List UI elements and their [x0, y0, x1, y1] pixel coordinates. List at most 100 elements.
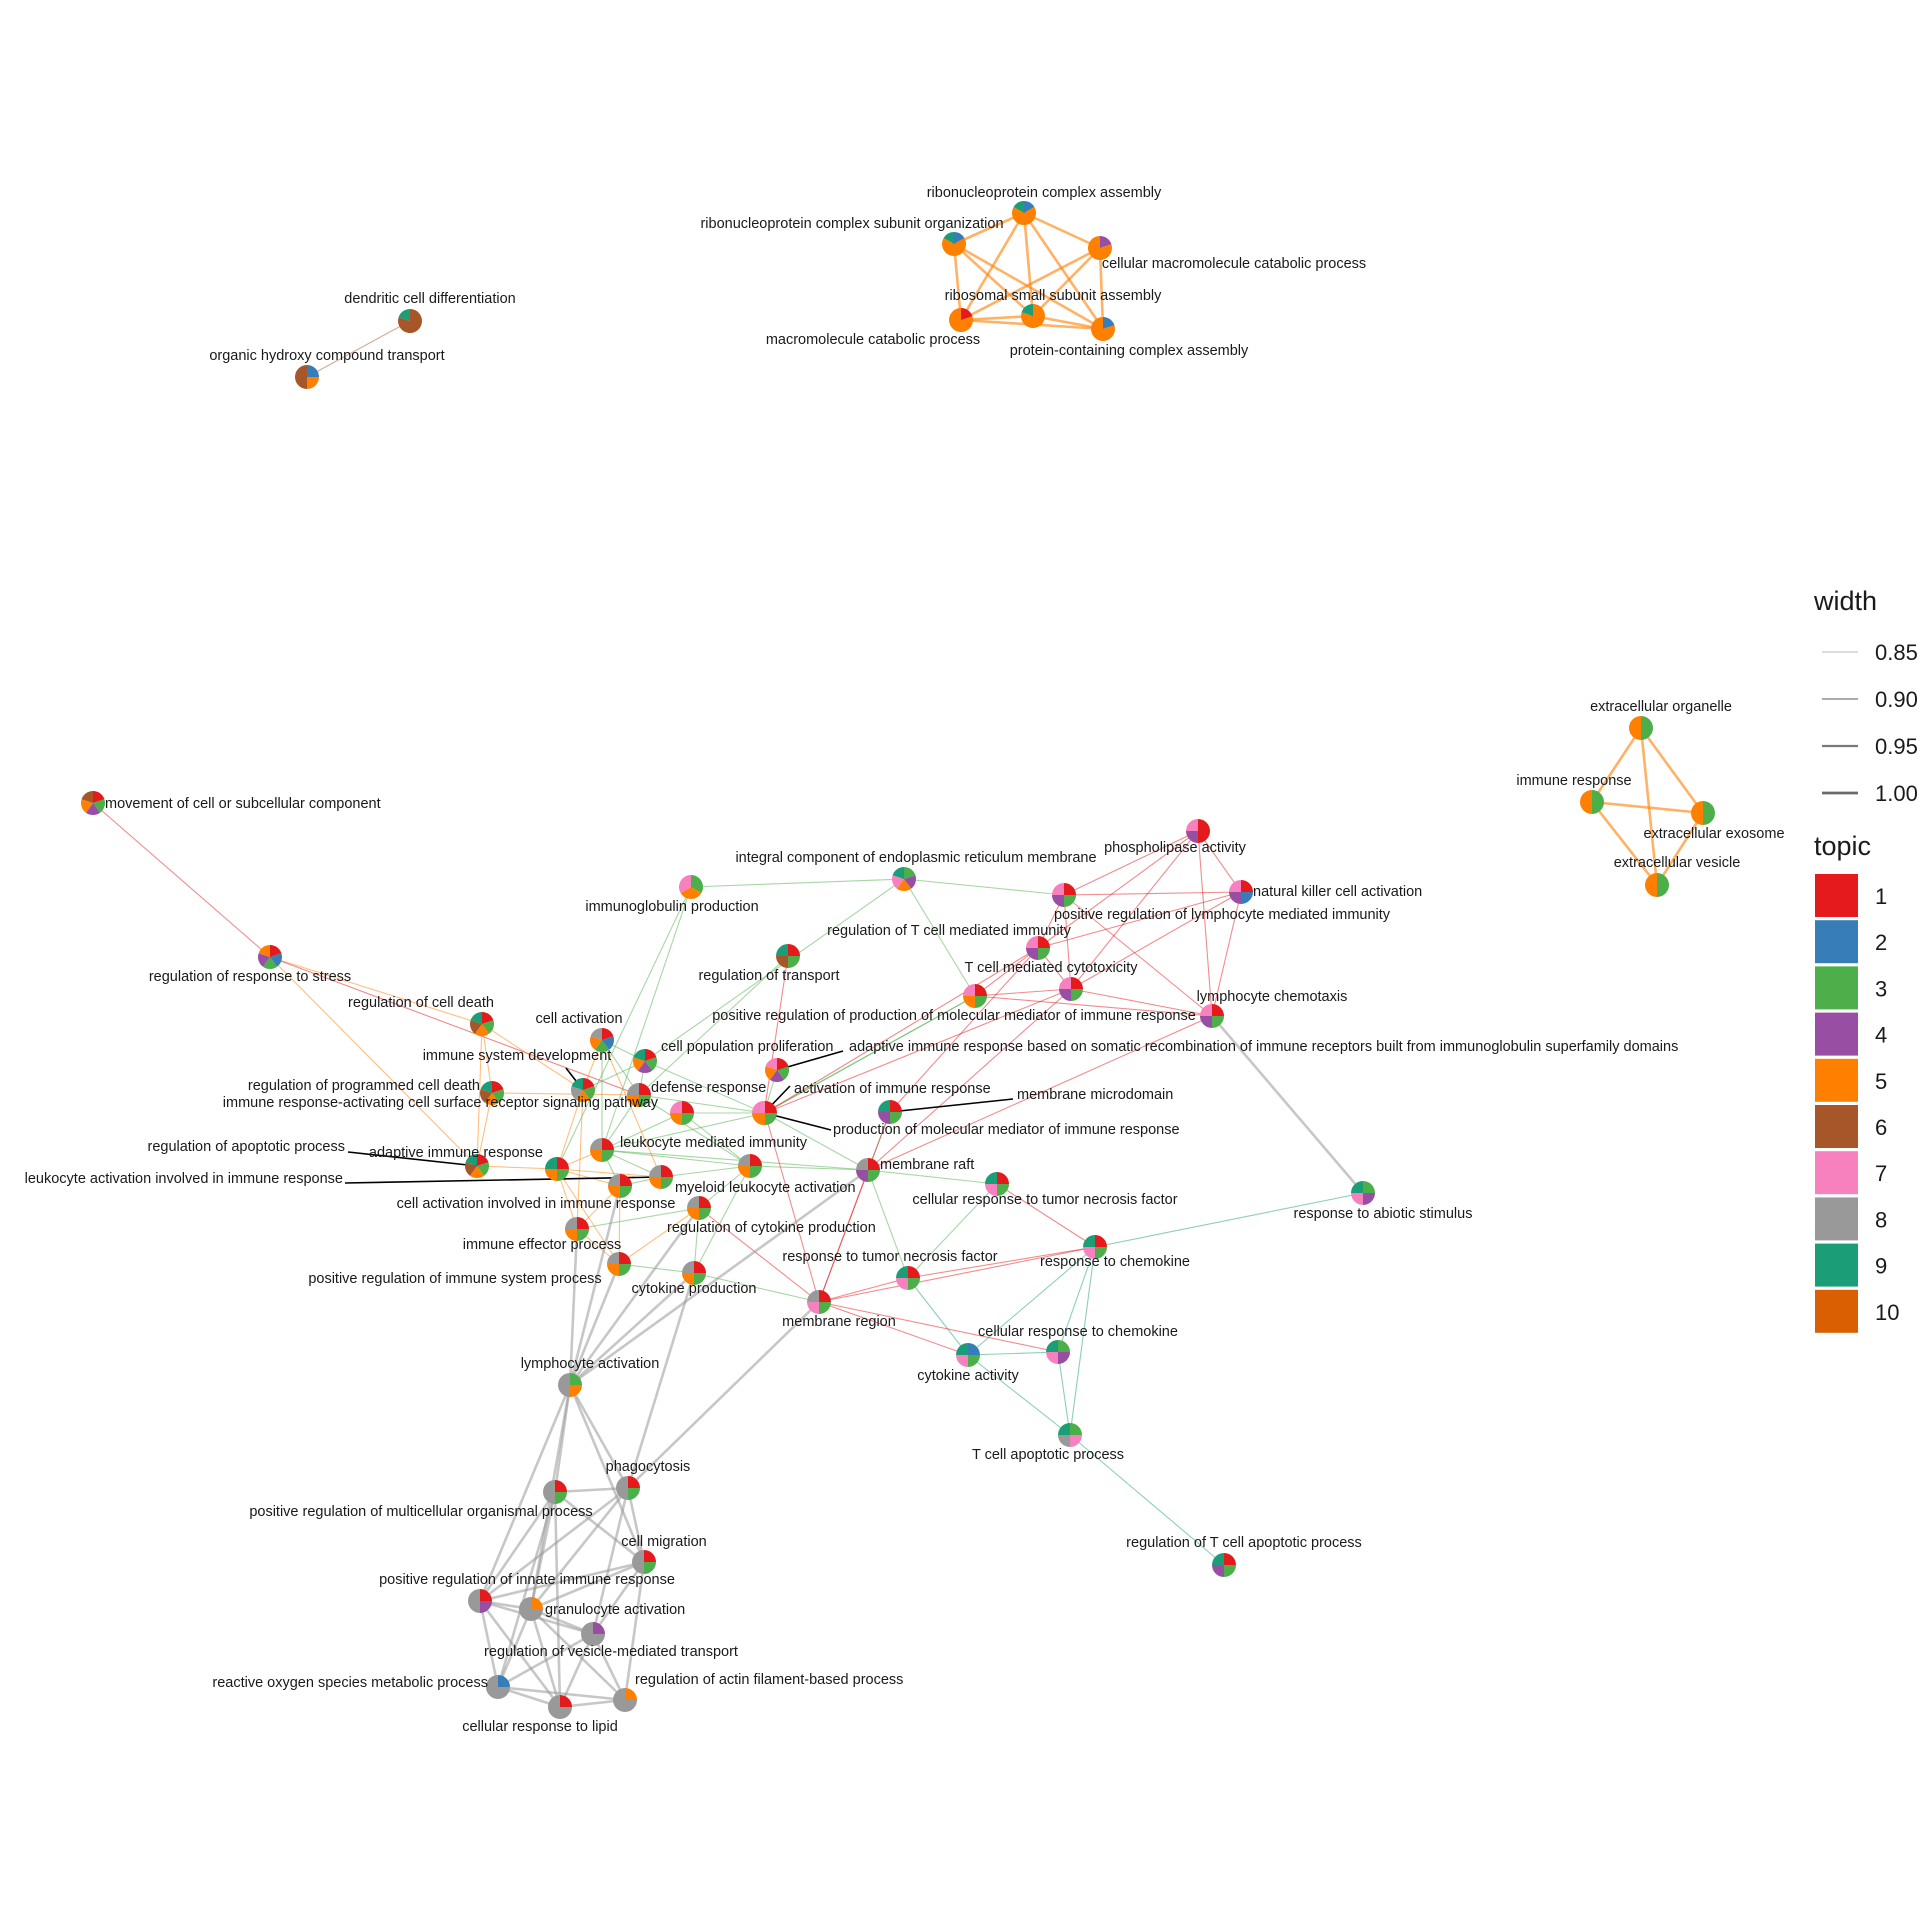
node-regulation-of-vesicle-mediated-transport[interactable] — [581, 1622, 605, 1646]
node-label: regulation of cell death — [348, 995, 494, 1011]
node-regulation-of-cytokine-production[interactable] — [687, 1196, 711, 1220]
node-membrane-region[interactable] — [807, 1290, 831, 1314]
node-pie-slice — [649, 1165, 661, 1177]
node-phospholipase-activity[interactable] — [1186, 819, 1210, 843]
node-positive-regulation-of-multicellular-organismal-process[interactable] — [543, 1480, 567, 1504]
node-immunoglobulin-production[interactable] — [679, 875, 703, 899]
node-regulation-of-t-cell-apoptotic-process[interactable] — [1212, 1553, 1236, 1577]
node-regulation-of-t-cell-mediated-immunity[interactable] — [1026, 936, 1050, 960]
node-natural-killer-cell-activation[interactable] — [1229, 880, 1253, 904]
node-cell-migration[interactable] — [632, 1550, 656, 1574]
network-edge — [1590, 726, 1643, 804]
node-label: movement of cell or subcellular componen… — [105, 796, 381, 812]
node-leukocyte-activation-involved-in-immune-response[interactable] — [649, 1165, 673, 1189]
node-cell-population-proliferation[interactable] — [633, 1049, 657, 1073]
node-membrane-raft[interactable] — [856, 1158, 880, 1182]
node-label: protein-containing complex assembly — [1010, 343, 1249, 359]
node-positive-regulation-of-lymphocyte-mediated-immunity[interactable] — [1052, 883, 1076, 907]
node-response-to-tumor-necrosis-factor[interactable] — [896, 1266, 920, 1290]
node-pie-slice — [856, 1170, 868, 1182]
node-pie-slice — [963, 996, 975, 1008]
node-pie-slice — [896, 1266, 908, 1278]
node-lymphocyte-activation[interactable] — [558, 1373, 582, 1397]
node-regulation-of-response-to-stress[interactable] — [258, 945, 282, 969]
node-immune-effector-process[interactable] — [565, 1217, 589, 1241]
node-membrane-microdomain[interactable] — [878, 1100, 902, 1124]
node-extracellular-organelle[interactable] — [1629, 716, 1653, 740]
node-adaptive-immune-response[interactable] — [545, 1157, 569, 1181]
node-ribonucleoprotein-complex-subunit-organization[interactable] — [942, 232, 966, 257]
node-protein-containing-complex-assembly[interactable] — [1090, 317, 1115, 342]
node-pie-slice — [1186, 819, 1198, 831]
node-production-of-molecular-mediator-of-immune-response[interactable] — [753, 1101, 777, 1125]
node-label: response to tumor necrosis factor — [782, 1249, 997, 1265]
node-adaptive-immune-response-based-on-somatic-recombination-of-i[interactable] — [765, 1058, 789, 1082]
node-movement-of-cell-or-subcellular-component[interactable] — [81, 791, 105, 815]
node-myeloid-leukocyte-activation[interactable] — [738, 1154, 762, 1178]
node-regulation-of-actin-filament-based-process[interactable] — [613, 1688, 637, 1712]
node-phagocytosis[interactable] — [616, 1476, 640, 1500]
node-immune-response-activating-cell-surface-receptor-signaling-p[interactable] — [670, 1101, 694, 1125]
node-positive-regulation-of-immune-system-process[interactable] — [607, 1252, 631, 1276]
node-lymphocyte-chemotaxis[interactable] — [1200, 1004, 1224, 1028]
node-pie-slice — [1046, 1352, 1058, 1364]
node-dendritic-cell-differentiation[interactable] — [398, 309, 423, 333]
label-layer: ribonucleoprotein complex assemblyribonu… — [25, 185, 1785, 1735]
network-edge — [644, 1060, 765, 1114]
node-regulation-of-programmed-cell-death[interactable] — [480, 1081, 504, 1105]
network-edge — [306, 320, 411, 378]
node-pie-slice — [769, 1070, 785, 1082]
node-response-to-abiotic-stimulus[interactable] — [1351, 1181, 1375, 1205]
node-defense-response[interactable] — [627, 1083, 651, 1107]
node-regulation-of-apoptotic-process[interactable] — [465, 1154, 489, 1178]
node-label: cytokine activity — [917, 1368, 1019, 1384]
node-pie-slice — [1212, 1004, 1224, 1016]
node-integral-component-of-endoplasmic-reticulum-membrane[interactable] — [892, 867, 916, 891]
node-reactive-oxygen-species-metabolic-process[interactable] — [486, 1675, 510, 1699]
node-pie-slice — [632, 1550, 644, 1574]
node-macromolecule-catabolic-process[interactable] — [948, 308, 973, 332]
node-cellular-macromolecule-catabolic-process[interactable] — [1087, 236, 1112, 261]
node-label: myeloid leukocyte activation — [675, 1180, 856, 1196]
node-immune-response[interactable] — [1580, 790, 1604, 814]
node-immune-system-development[interactable] — [571, 1078, 595, 1102]
node-positive-regulation-of-production-of-molecular-mediator-of-i[interactable] — [963, 984, 987, 1008]
node-pie-slice — [608, 1174, 620, 1186]
node-label: immunoglobulin production — [585, 899, 758, 915]
network-edge — [867, 1169, 998, 1185]
network-edge — [764, 1112, 820, 1303]
network-edge — [967, 1354, 1071, 1436]
node-regulation-of-transport[interactable] — [776, 944, 800, 968]
node-extracellular-vesicle[interactable] — [1645, 873, 1669, 897]
node-t-cell-apoptotic-process[interactable] — [1058, 1423, 1082, 1447]
network-edge — [1069, 1246, 1096, 1436]
node-organic-hydroxy-compound-transport[interactable] — [295, 365, 319, 389]
network-edge — [1197, 830, 1213, 1017]
node-pie-slice — [620, 1186, 632, 1198]
node-label: membrane raft — [880, 1157, 974, 1173]
node-pie-slice — [474, 1024, 490, 1036]
topic-legend-label: 7 — [1875, 1161, 1887, 1186]
node-extracellular-exosome[interactable] — [1691, 801, 1715, 825]
node-granulocyte-activation[interactable] — [519, 1597, 543, 1621]
network-edge — [556, 886, 692, 1170]
node-cell-activation-involved-in-immune-response[interactable] — [608, 1174, 632, 1198]
network-edge — [638, 1094, 765, 1114]
node-ribosomal-small-subunit-assembly[interactable] — [1021, 304, 1046, 328]
network-edge — [626, 1300, 821, 1490]
node-cell-activation[interactable] — [590, 1028, 614, 1052]
node-pie-slice — [1038, 936, 1050, 948]
node-ribonucleoprotein-complex-assembly[interactable] — [1012, 201, 1036, 226]
node-cytokine-activity[interactable] — [956, 1343, 980, 1367]
node-cytokine-production[interactable] — [682, 1261, 706, 1285]
node-response-to-chemokine[interactable] — [1083, 1235, 1107, 1259]
node-positive-regulation-of-innate-immune-response[interactable] — [468, 1589, 492, 1613]
node-leukocyte-mediated-immunity[interactable] — [590, 1138, 614, 1162]
node-cellular-response-to-tumor-necrosis-factor[interactable] — [985, 1172, 1009, 1196]
node-regulation-of-cell-death[interactable] — [470, 1012, 494, 1036]
node-t-cell-mediated-cytotoxicity[interactable] — [1059, 977, 1083, 1001]
node-cellular-response-to-lipid[interactable] — [548, 1695, 572, 1719]
node-cellular-response-to-chemokine[interactable] — [1046, 1340, 1070, 1364]
node-label: extracellular vesicle — [1614, 855, 1741, 871]
node-label: reactive oxygen species metabolic proces… — [212, 1675, 488, 1691]
